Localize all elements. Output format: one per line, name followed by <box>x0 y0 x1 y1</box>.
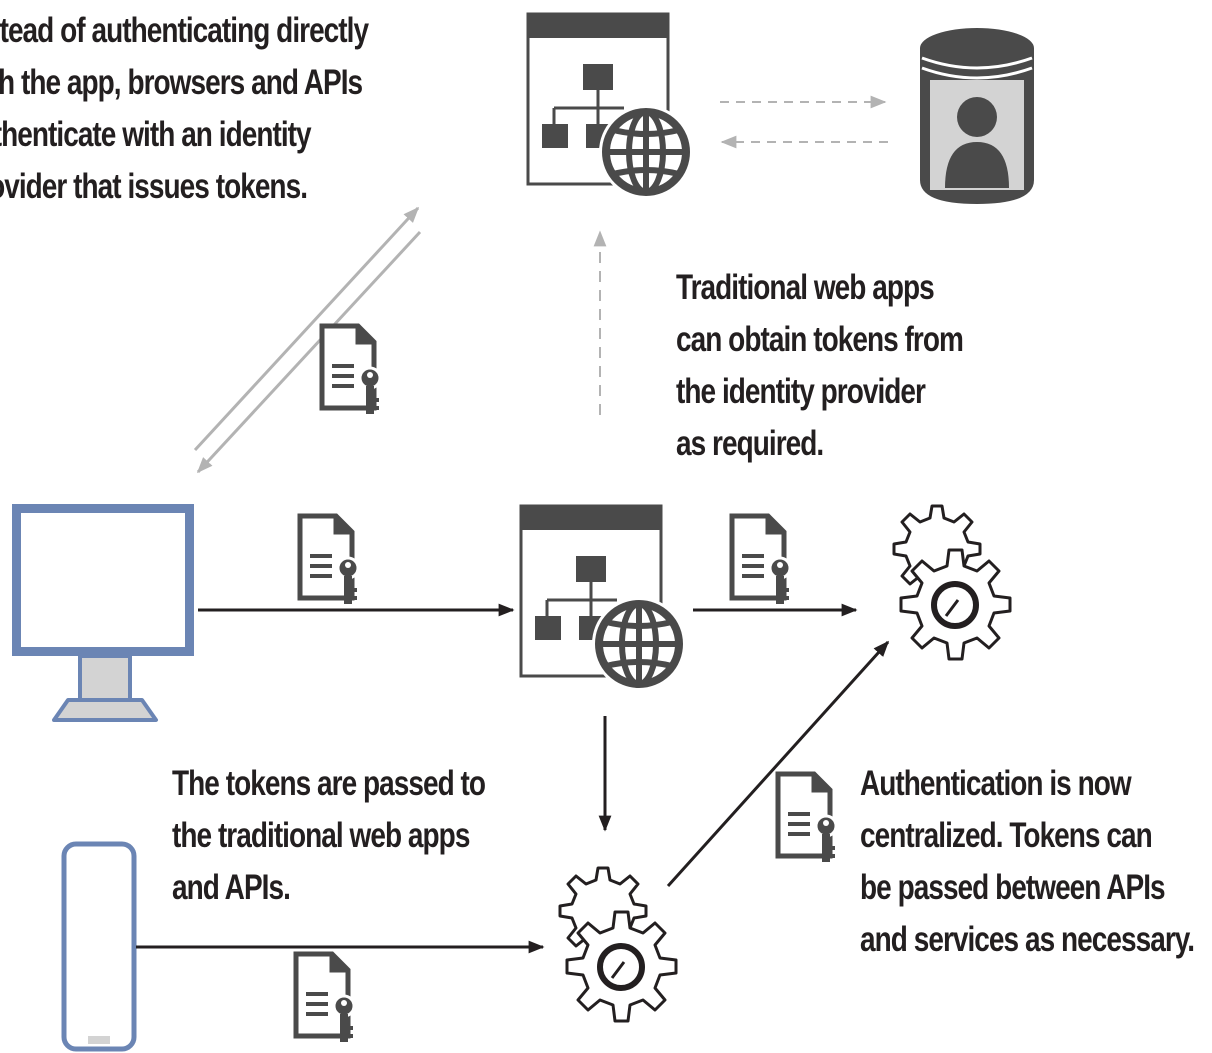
caption-line: be passed between APIs <box>860 868 1166 907</box>
caption-line: Authentication is now <box>860 764 1132 803</box>
caption-line: The tokens are passed to <box>172 764 486 803</box>
identity-provider-app-icon <box>528 14 693 199</box>
centralized-caption: Authentication is now centralized. Token… <box>860 758 1195 966</box>
caption-line: as required. <box>676 424 824 463</box>
caption-line: Traditional web apps <box>676 268 935 307</box>
caption-line: provider that issues tokens. <box>0 167 308 206</box>
token-document-icon <box>300 516 358 604</box>
caption-line: Instead of authenticating directly <box>0 11 369 50</box>
token-document-icon <box>322 326 380 414</box>
caption-line: the traditional web apps <box>172 816 470 855</box>
caption-line: authenticate with an identity <box>0 115 312 154</box>
service-to-api-arrow <box>666 640 890 888</box>
mobile-phone-icon <box>61 841 137 1052</box>
token-document-icon <box>732 516 790 604</box>
desktop-computer-icon <box>12 504 194 722</box>
idp-to-browser-arrow <box>196 230 422 474</box>
caption-line: and APIs. <box>172 868 291 907</box>
api-gear-icon <box>894 506 1010 659</box>
tokens-passed-caption: The tokens are passed to the traditional… <box>172 758 486 914</box>
token-document-icon <box>296 954 354 1042</box>
user-database-icon <box>920 28 1034 204</box>
caption-line: with the app, browsers and APIs <box>0 63 363 102</box>
identity-provider-caption: Instead of authenticating directly with … <box>0 5 369 213</box>
caption-line: the identity provider <box>676 372 926 411</box>
web-app-icon <box>521 506 686 691</box>
token-document-icon <box>778 774 836 862</box>
caption-line: centralized. Tokens can <box>860 816 1153 855</box>
browser-to-idp-arrow <box>193 206 420 452</box>
caption-line: and services as necessary. <box>860 920 1195 959</box>
web-apps-caption: Traditional web apps can obtain tokens f… <box>676 262 964 470</box>
caption-line: can obtain tokens from <box>676 320 964 359</box>
service-gear-icon <box>560 868 676 1021</box>
